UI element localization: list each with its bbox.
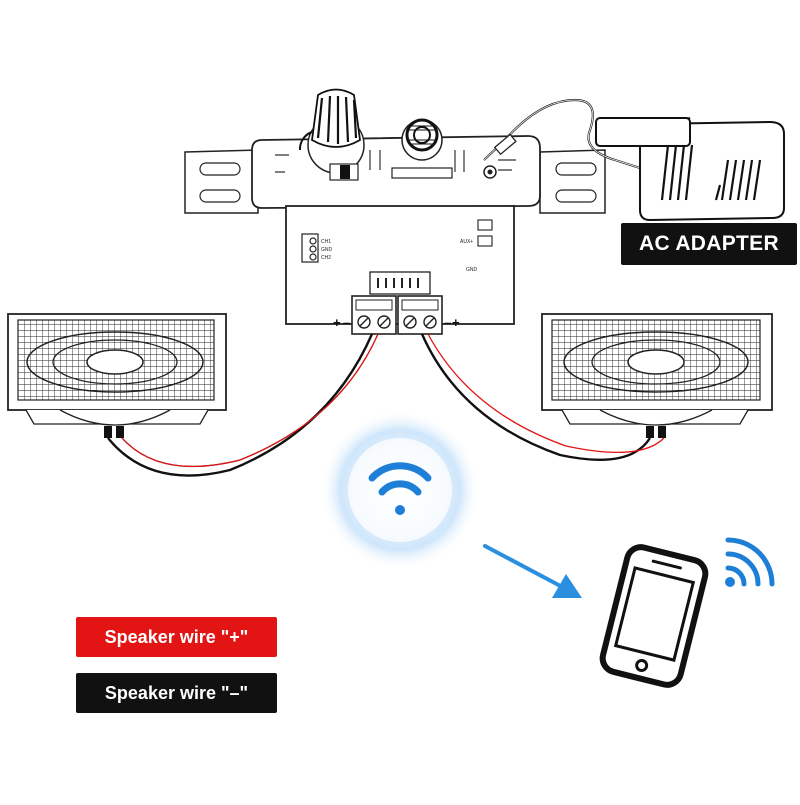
- terminal-right-minus: –: [444, 315, 451, 330]
- left-mounting-ear: [184, 149, 259, 214]
- terminal-left-plus: +: [333, 315, 341, 330]
- left-speaker-icon: [7, 313, 227, 438]
- terminal-right-plus: +: [452, 315, 460, 330]
- speaker-terminal-block: [351, 295, 443, 335]
- left-speaker-wire: [107, 333, 379, 477]
- board-mark-ch2: CH2: [321, 255, 331, 261]
- board-mark-gnd-b: GND: [321, 247, 333, 253]
- right-mounting-ear: [539, 149, 606, 214]
- wifi-icon: [368, 462, 432, 515]
- arrow-icon: [483, 544, 582, 598]
- wall-amplifier: CH1 GND CH2 AUX+ GND + – – +: [184, 88, 641, 335]
- board-mark-ch1: CH1: [321, 239, 331, 245]
- right-speaker-wire: [420, 333, 665, 461]
- ac-adapter-icon: [595, 117, 785, 222]
- terminal-left-minus: –: [343, 315, 350, 330]
- smartphone-icon: [599, 544, 709, 688]
- right-speaker-icon: [541, 313, 773, 438]
- board-mark-aux: AUX+: [460, 239, 473, 245]
- legend-negative-wire: Speaker wire "–": [76, 673, 277, 713]
- legend-positive-wire: Speaker wire "+": [76, 617, 277, 657]
- ac-adapter-label: AC ADAPTER: [621, 223, 797, 265]
- board-mark-gnd: GND: [466, 267, 478, 273]
- display-window: [391, 167, 453, 179]
- aux-jack-icon: [401, 118, 443, 161]
- phone-signal-icon: [725, 537, 775, 587]
